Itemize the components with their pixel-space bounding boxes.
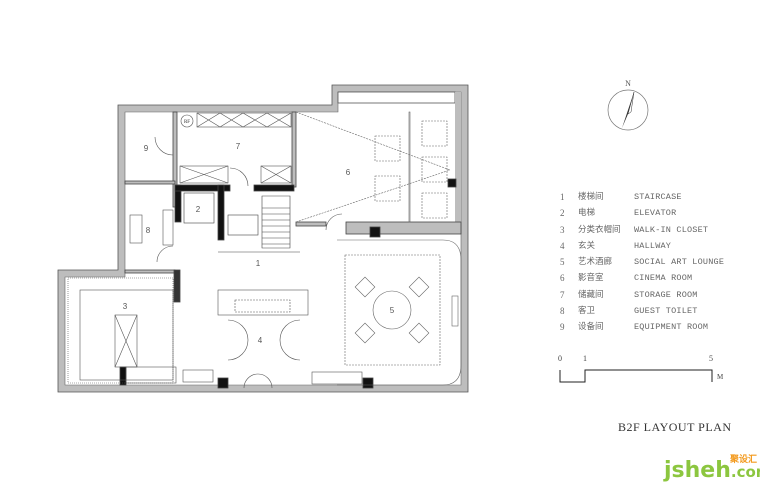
legend-en: SOCIAL ART LOUNGE: [634, 257, 725, 268]
watermark-cn: 聚设汇: [730, 455, 758, 465]
legend-num: 4: [560, 240, 565, 251]
legend-row: 8 客卫 GUEST TOILET: [556, 305, 756, 321]
room-number-2: 2: [196, 205, 201, 214]
scale-tick-5: 5: [709, 354, 713, 363]
legend-num: 1: [560, 192, 565, 202]
lounge-furniture: [337, 239, 462, 386]
room-number-7: 7: [236, 142, 241, 151]
legend-num: 2: [560, 208, 565, 219]
room-number-1: 1: [256, 259, 261, 268]
watermark-suffix: .com: [730, 463, 760, 481]
watermark-main: jsheh: [664, 458, 731, 483]
cinema-screen: [337, 91, 456, 104]
room-number-5: 5: [390, 306, 395, 315]
legend-zh: 设备间: [578, 322, 604, 333]
doors: [154, 136, 343, 389]
legend-num: 9: [560, 322, 565, 333]
cinema-seats: [295, 111, 451, 223]
plan-title: B2F LAYOUT PLAN: [618, 420, 732, 434]
legend-en: HALLWAY: [634, 240, 672, 251]
rf-label: RF: [184, 120, 190, 125]
legend-zh: 影音室: [578, 273, 604, 284]
cinema-side-wall: [455, 92, 461, 232]
legend-row: 1 楼梯间 STAIRCASE: [556, 191, 756, 207]
legend-row: 9 设备间 EQUIPMENT ROOM: [556, 321, 756, 337]
legend-num: 7: [560, 289, 565, 300]
watermark-logo: jsheh.com 聚设汇: [664, 455, 760, 483]
compass-ring: [607, 89, 649, 131]
legend-row: 6 影音室 CINEMA ROOM: [556, 272, 756, 288]
staircase: [183, 192, 300, 253]
rf-symbol: [180, 114, 194, 128]
legend-num: 5: [560, 257, 565, 268]
legend-en: STAIRCASE: [634, 192, 682, 202]
scale-unit: M: [717, 373, 724, 381]
legend-zh: 艺术酒廊: [578, 257, 613, 268]
legend-row: 5 艺术酒廊 SOCIAL ART LOUNGE: [556, 256, 756, 272]
legend-num: 3: [560, 224, 565, 235]
north-arrow-icon: [622, 92, 634, 128]
room-number-3: 3: [123, 302, 128, 311]
room-number-6: 6: [346, 168, 351, 177]
north-label: N: [625, 79, 631, 88]
legend-zh: 客卫: [578, 306, 596, 317]
legend-zh: 分类衣帽间: [578, 224, 621, 235]
legend-zh: 玄关: [578, 240, 596, 251]
legend-en: EQUIPMENT ROOM: [634, 322, 709, 333]
legend-en: CINEMA ROOM: [634, 273, 693, 284]
room-number-4: 4: [258, 336, 263, 345]
legend-en: ELEVATOR: [634, 208, 677, 219]
room-legend: 1 楼梯间 STAIRCASE 2 电梯 ELEVATOR 3 分类衣帽间 WALK-IN CL…: [556, 191, 756, 338]
cabinets: [67, 112, 363, 385]
legend-row: 7 储藏间 STORAGE ROOM: [556, 289, 756, 305]
legend-num: 8: [560, 306, 565, 317]
legend-num: 6: [560, 273, 565, 284]
legend-en: WALK-IN CLOSET: [634, 224, 709, 235]
legend-en: GUEST TOILET: [634, 306, 698, 317]
legend-en: STORAGE ROOM: [634, 289, 698, 300]
room-number-8: 8: [146, 226, 151, 235]
north-compass: N: [607, 79, 649, 131]
legend-row: 4 玄关 HALLWAY: [556, 240, 756, 256]
legend-row: 3 分类衣帽间 WALK-IN CLOSET: [556, 224, 756, 240]
legend-zh: 储藏间: [578, 289, 604, 300]
legend-zh: 楼梯间: [578, 192, 604, 202]
legend-row: 2 电梯 ELEVATOR: [556, 207, 756, 223]
elevator-shaft: [183, 192, 215, 224]
interior-walls: [119, 111, 462, 389]
legend-zh: 电梯: [578, 208, 596, 219]
scale-bar: [559, 369, 713, 383]
scale-tick-1: 1: [583, 354, 587, 363]
interior-floor: [64, 91, 462, 386]
room-number-9: 9: [144, 144, 149, 153]
scale-tick-0: 0: [558, 354, 562, 363]
